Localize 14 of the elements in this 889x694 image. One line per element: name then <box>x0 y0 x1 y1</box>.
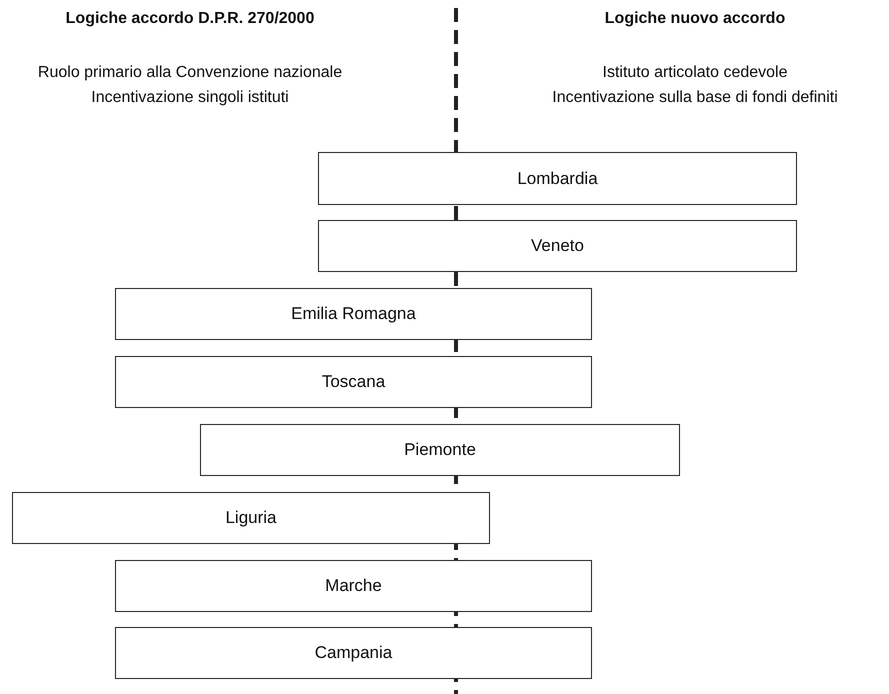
column-heading: Logiche accordo D.P.R. 270/2000 <box>66 10 314 28</box>
region-box: Liguria <box>12 492 490 544</box>
region-box: Piemonte <box>200 424 680 476</box>
note-text: Incentivazione singoli istituti <box>91 89 289 107</box>
region-box: Emilia Romagna <box>115 288 592 340</box>
region-box: Campania <box>115 627 592 679</box>
note-text: Istituto articolato cedevole <box>602 64 788 82</box>
region-box: Marche <box>115 560 592 612</box>
column-heading: Logiche nuovo accordo <box>604 10 786 28</box>
region-box: Toscana <box>115 356 592 408</box>
note-text: Ruolo primario alla Convenzione nazionale <box>38 64 342 82</box>
region-box: Veneto <box>318 220 797 272</box>
note-text: Incentivazione sulla base di fondi definiti <box>552 89 838 107</box>
region-box: Lombardia <box>318 152 797 205</box>
